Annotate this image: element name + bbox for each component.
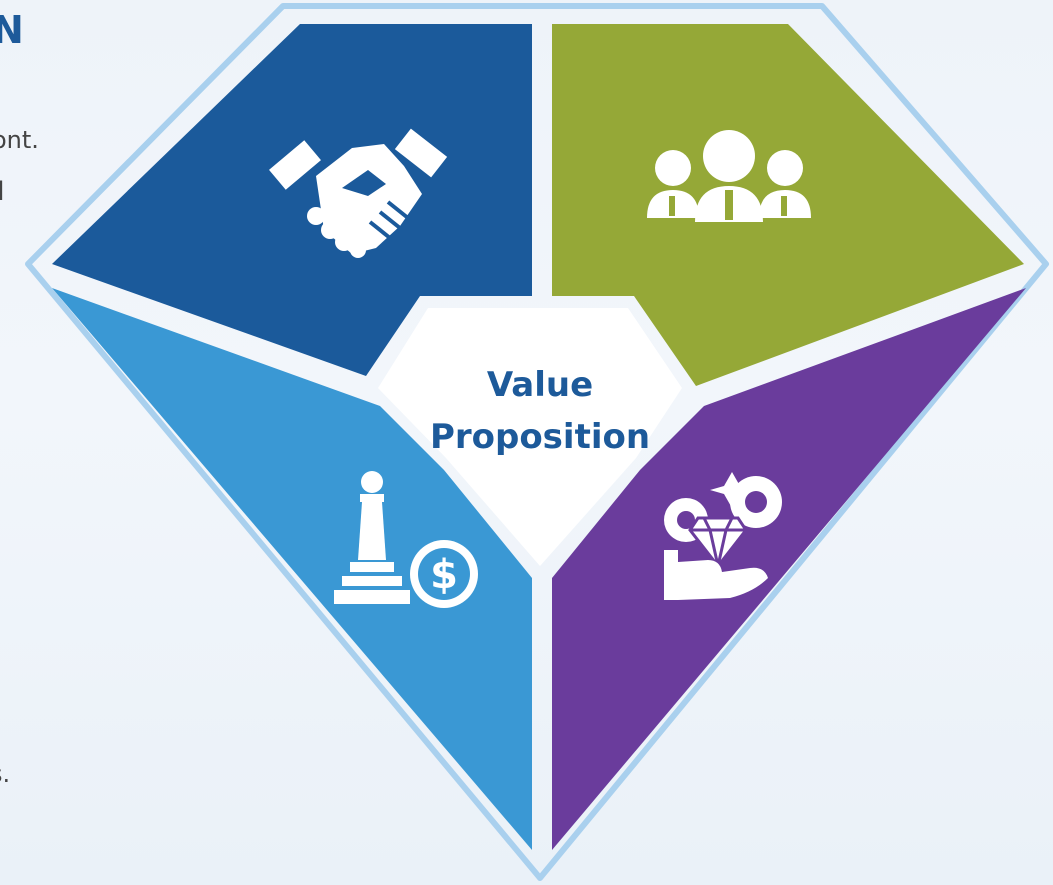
text-fragment-1: ont.	[0, 126, 39, 154]
svg-text:$: $	[430, 552, 458, 598]
center-label-line2: Proposition	[430, 417, 650, 457]
diamond-outline	[25, 3, 1049, 881]
gears-diamond-hand-icon	[664, 472, 782, 600]
heading-fragment: N	[0, 8, 24, 52]
segment-bottom-right	[552, 288, 1026, 850]
chess-pawn-dollar-icon: $	[334, 471, 478, 608]
center-hexagon	[378, 308, 682, 566]
segment-bottom-left	[52, 288, 532, 850]
team-icon	[647, 130, 811, 222]
text-fragment-2: d	[0, 177, 5, 207]
center-label-line1: Value	[487, 365, 593, 405]
handshake-icon	[269, 128, 448, 258]
text-fragment-3: s.	[0, 760, 11, 788]
segment-top-left	[52, 24, 532, 376]
